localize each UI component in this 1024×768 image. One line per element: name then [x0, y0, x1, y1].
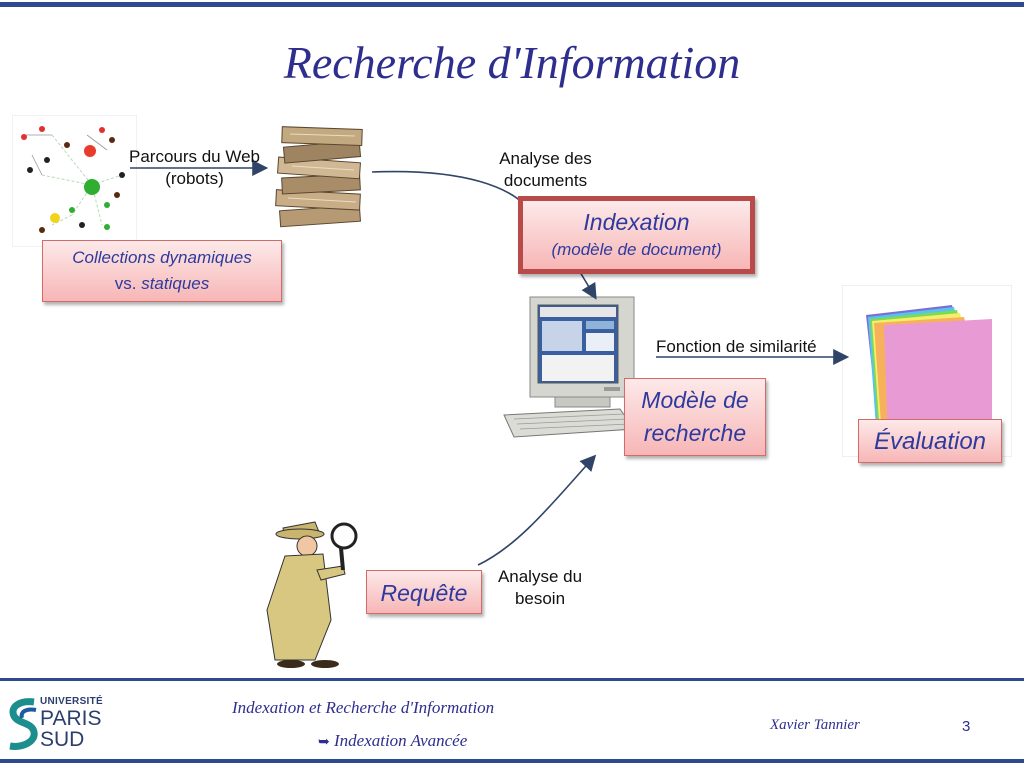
collections-line1: Collections dynamiques	[72, 248, 252, 267]
crawl-label-line2: (robots)	[165, 169, 224, 188]
indexation-box: Indexation (modèle de document)	[518, 196, 755, 274]
footer-course-sub-text: Indexation Avancée	[333, 731, 468, 750]
books-stack-image	[270, 120, 370, 228]
indexation-title: Indexation	[583, 209, 690, 235]
search-model-line1: Modèle de	[641, 387, 749, 413]
slide-title: Recherche d'Information	[283, 37, 741, 88]
logo-text-universite: UNIVERSITÉ	[40, 696, 104, 707]
collections-static: statiques	[141, 274, 210, 293]
paper-stack-image	[841, 284, 1013, 458]
query-to-model-arrow	[477, 454, 597, 566]
search-model-line2: recherche	[643, 420, 747, 446]
query-box: Requête	[366, 570, 482, 614]
logo-text-sud: SUD	[40, 728, 85, 751]
top-border-bar	[0, 2, 1024, 7]
indexation-subtitle: (modèle de document)	[551, 240, 722, 259]
collections-box: Collections dynamiques vs. statiques	[42, 240, 282, 302]
evaluation-box: Évaluation	[858, 419, 1002, 463]
detective-image	[245, 510, 365, 670]
need-analysis-line1: Analyse du	[497, 567, 583, 586]
university-logo-s-mark	[9, 698, 38, 750]
network-graph-image	[11, 114, 138, 248]
doc-analysis-line2: documents	[503, 171, 588, 190]
computer-image	[500, 295, 638, 445]
bottom-border-bar	[0, 759, 1024, 763]
collections-line2: vs. statiques	[43, 271, 281, 297]
footer-course-sub: ➥ Indexation Avancée	[318, 731, 467, 751]
footer-author: Xavier Tannier	[770, 717, 860, 733]
forward-arrow-icon: ➥	[318, 734, 330, 750]
search-model-box: Modèle de recherche	[624, 378, 766, 456]
logo-text-paris: PARIS	[40, 707, 102, 730]
crawl-label-line1: Parcours du Web	[128, 147, 261, 166]
crawl-label: Parcours du Web (robots)	[112, 146, 277, 190]
collections-vs: vs.	[114, 274, 142, 293]
page-number: 3	[962, 718, 971, 735]
indexation-to-computer-arrow	[579, 271, 597, 300]
need-analysis-line2: besoin	[514, 589, 566, 608]
similarity-label: Fonction de similarité	[656, 337, 817, 356]
doc-analysis-label: Analyse des documents	[478, 148, 613, 192]
footer-course-title: Indexation et Recherche d'Information	[232, 698, 495, 717]
need-analysis-label: Analyse du besoin	[484, 566, 596, 610]
footer-top-bar	[0, 678, 1024, 681]
university-logo: UNIVERSITÉ PARIS SUD	[6, 694, 116, 754]
doc-analysis-line1: Analyse des	[499, 149, 592, 168]
